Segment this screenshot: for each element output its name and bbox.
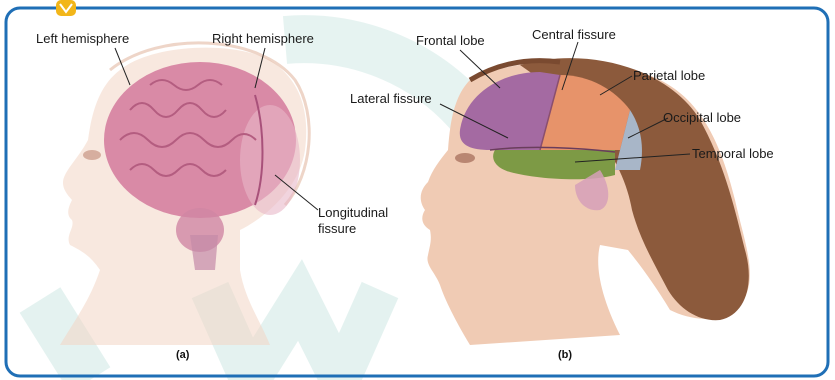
label-occipital-lobe: Occipital lobe	[663, 110, 741, 125]
label-lateral-fissure: Lateral fissure	[350, 91, 432, 106]
caption-b: (b)	[558, 349, 572, 361]
label-longitudinal-fissure-line1: Longitudinal	[318, 205, 388, 220]
label-longitudinal-fissure-line2: fissure	[318, 221, 356, 236]
corner-badge	[56, 0, 76, 16]
label-temporal-lobe: Temporal lobe	[692, 146, 774, 161]
label-frontal-lobe: Frontal lobe	[416, 33, 485, 48]
label-right-hemisphere: Right hemisphere	[212, 31, 314, 46]
label-central-fissure: Central fissure	[532, 27, 616, 42]
label-parietal-lobe: Parietal lobe	[633, 68, 705, 83]
caption-a: (a)	[176, 349, 189, 361]
label-left-hemisphere: Left hemisphere	[36, 31, 129, 46]
